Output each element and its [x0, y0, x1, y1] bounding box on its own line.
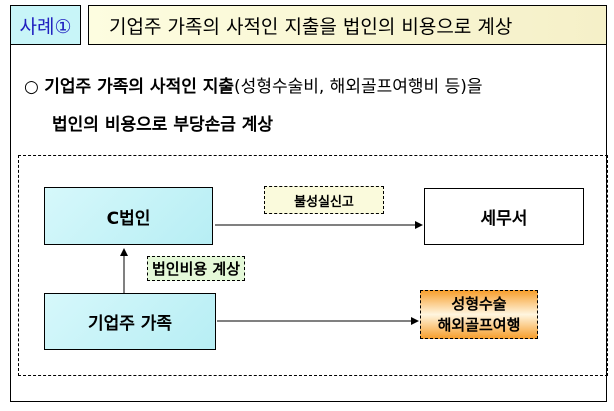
- diagram-frame: [18, 155, 608, 376]
- bullet-line-1: ○ 기업주 가족의 사적인 지출(성형수술비, 해외골프여행비 등)을: [24, 72, 482, 97]
- owner-family-label: 기업주 가족: [87, 314, 173, 334]
- private-expenses-box: 성형수술 해외골프여행: [420, 290, 538, 339]
- owner-family-box: 기업주 가족: [44, 293, 216, 350]
- tax-office-box: 세무서: [424, 188, 584, 245]
- bullet-normal-text: (성형수술비, 해외골프여행비 등)을: [234, 77, 483, 97]
- case-label-text: 사례①: [19, 15, 72, 38]
- expense-item: 해외골프여행: [437, 315, 521, 334]
- bullet-line-2: 법인의 비용으로 부당손금 계상: [52, 115, 274, 135]
- bullet-bold-text: 기업주 가족의 사적인 지출: [44, 77, 235, 97]
- expense-booking-text: 법인비용 계상: [151, 260, 241, 278]
- content-box: [10, 45, 607, 402]
- expense-item: 성형수술: [451, 294, 507, 313]
- c-corporation-box: C법인: [44, 187, 213, 245]
- expense-booking-label: 법인비용 계상: [147, 256, 245, 281]
- bullet-marker: ○: [24, 77, 39, 97]
- tax-office-label: 세무서: [480, 209, 528, 229]
- c-corporation-label: C법인: [106, 208, 151, 229]
- page-title-text: 기업주 가족의 사적인 지출을 법인의 비용으로 계상: [109, 15, 513, 38]
- page-title: 기업주 가족의 사적인 지출을 법인의 비용으로 계상: [88, 5, 607, 45]
- false-report-text: 불성실신고: [294, 194, 354, 210]
- case-label: 사례①: [10, 5, 81, 45]
- false-report-label: 불성실신고: [264, 186, 384, 214]
